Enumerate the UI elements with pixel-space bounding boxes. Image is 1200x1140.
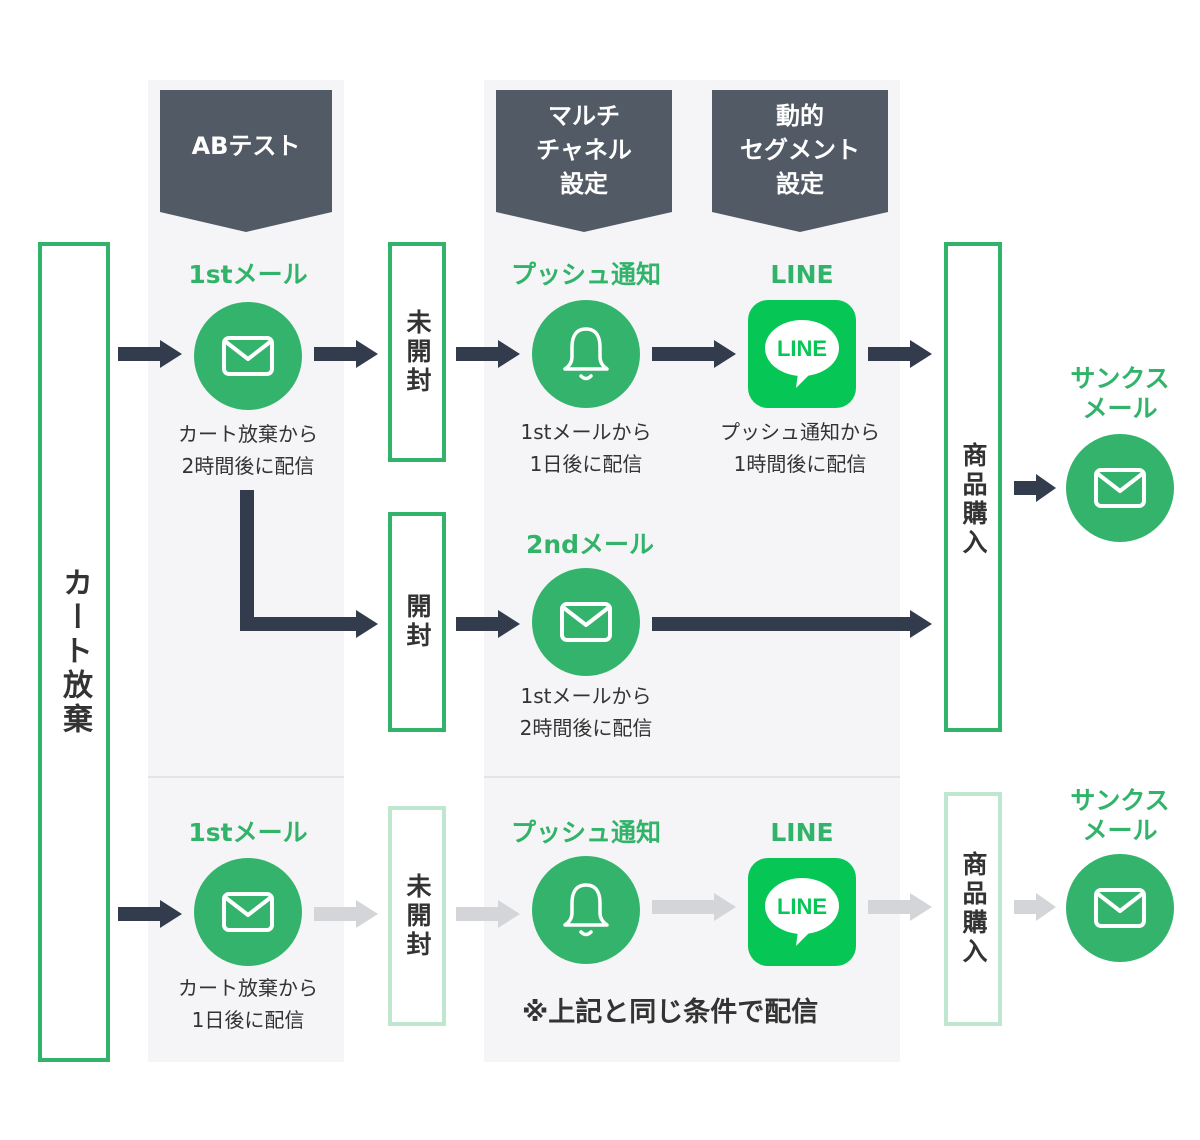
arrow-unopened-to-push [456,340,520,368]
header-dynamic-segment: 動的 セグメント 設定 [712,90,888,232]
mail-icon [222,892,274,932]
line-logo-text: LINE [777,336,827,361]
arrow-2nd-mail-to-purchase [652,610,932,638]
row-a-1st-mail-node [194,302,302,410]
unopened-label: 未開封 [403,872,432,960]
mail-icon [222,336,274,376]
arrows-dark [118,340,1056,928]
row-b-line-title: LINE [770,818,834,847]
row-b-unopened-box: 未開封 [388,806,446,1026]
row-b-push-node [532,856,640,964]
row-a-opened-box: 開封 [388,512,446,732]
arrow-1st-mail-to-unopened-b [314,900,378,928]
arrow-line-to-purchase-b [868,893,932,921]
bell-icon [563,883,609,937]
header-label: ABテスト [191,132,301,160]
line-logo-icon: LINE [765,878,839,946]
row-a-purchase-box: 商品購入 [944,242,1002,732]
arrow-1st-mail-to-unopened [314,340,378,368]
row-a-line-title: LINE [770,260,834,289]
bell-icon [563,327,609,381]
row-a-1st-mail-timing: カート放棄から 2時間後に配信 [178,422,318,478]
row-a-2nd-mail-node [532,568,640,676]
row-a-2nd-mail-title: 2ndメール [525,530,655,559]
arrow-opened-to-2nd-mail [456,610,520,638]
row-a-unopened-box: 未開封 [388,242,446,462]
mail-icon [1094,468,1146,508]
row-a-line-node: LINE [748,300,856,408]
cart-abandon-box: カート放棄 [38,242,110,1062]
header-pentagon-shape [160,90,332,232]
row-a-2nd-mail-timing: 1stメールから 2時間後に配信 [519,684,653,740]
arrows-light [314,893,1056,928]
header-multichannel: マルチ チャネル 設定 [496,90,672,232]
mail-icon [560,602,612,642]
arrow-unopened-to-push-b [456,900,520,928]
row-a-thanks-title: サンクス メール [1070,364,1170,423]
arrow-push-to-line-b [652,893,736,921]
row-a-thanks-node [1066,434,1174,542]
header-pentagon-shape [496,90,672,232]
header-label: マルチ チャネル 設定 [536,102,632,198]
arrow-push-to-line [652,340,736,368]
arrow-line-to-purchase [868,340,932,368]
row-b-thanks-node [1066,854,1174,962]
arrow-purchase-to-thanks-b [1014,893,1056,921]
row-b-1st-mail-node [194,858,302,966]
row-b-line-node: LINE [748,858,856,966]
header-label: 動的 セグメント 設定 [740,102,860,198]
row-a-push-title: プッシュ通知 [510,260,661,289]
row-a-line-timing: プッシュ通知から 1時間後に配信 [720,420,880,476]
arrow-1st-mail-to-opened [240,490,378,638]
row-b-thanks-title: サンクス メール [1070,786,1170,845]
row-b-1st-mail-title: 1stメール [188,818,308,847]
row-a-1st-mail-title: 1stメール [188,260,308,289]
opened-label: 開封 [403,593,432,651]
unopened-label: 未開封 [403,308,432,396]
header-pentagon-shape [712,90,888,232]
arrow-start-to-1st-mail [118,340,182,368]
section-divider [148,776,344,778]
mail-icon [1094,888,1146,928]
arrow-start-to-1st-mail-b [118,900,182,928]
row-a-push-node [532,300,640,408]
line-logo-text: LINE [777,894,827,919]
row-b-1st-mail-timing: カート放棄から 1日後に配信 [178,976,318,1032]
header-ab-test: ABテスト [160,90,332,232]
arrow-purchase-to-thanks [1014,474,1056,502]
row-a-push-timing: 1stメールから 1日後に配信 [520,420,652,476]
purchase-label: 商品購入 [959,851,988,967]
cart-abandon-label: カート放棄 [57,567,92,737]
section-divider [484,776,900,778]
purchase-label: 商品購入 [959,442,988,558]
row-b-purchase-box: 商品購入 [944,792,1002,1026]
row-b-push-title: プッシュ通知 [510,818,661,847]
same-condition-note: ※上記と同じ条件で配信 [522,997,819,1028]
line-logo-icon: LINE [765,320,839,388]
